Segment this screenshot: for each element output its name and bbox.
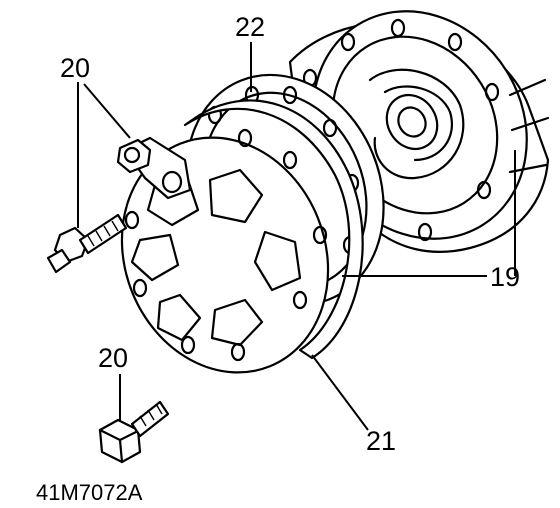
callout-22: 22 bbox=[235, 12, 266, 42]
leader-20-top-b bbox=[83, 83, 131, 139]
callout-19: 19 bbox=[490, 262, 521, 292]
bolt-part-20-bottom bbox=[98, 400, 170, 464]
callout-21: 21 bbox=[366, 426, 397, 456]
leader-21 bbox=[311, 354, 369, 431]
callout-20-bottom: 20 bbox=[98, 343, 129, 373]
leader-lines bbox=[77, 42, 516, 431]
reference-code: 41M7072A bbox=[36, 480, 143, 505]
bolt-part-20-top bbox=[46, 138, 152, 274]
callout-20-top: 20 bbox=[60, 53, 91, 83]
